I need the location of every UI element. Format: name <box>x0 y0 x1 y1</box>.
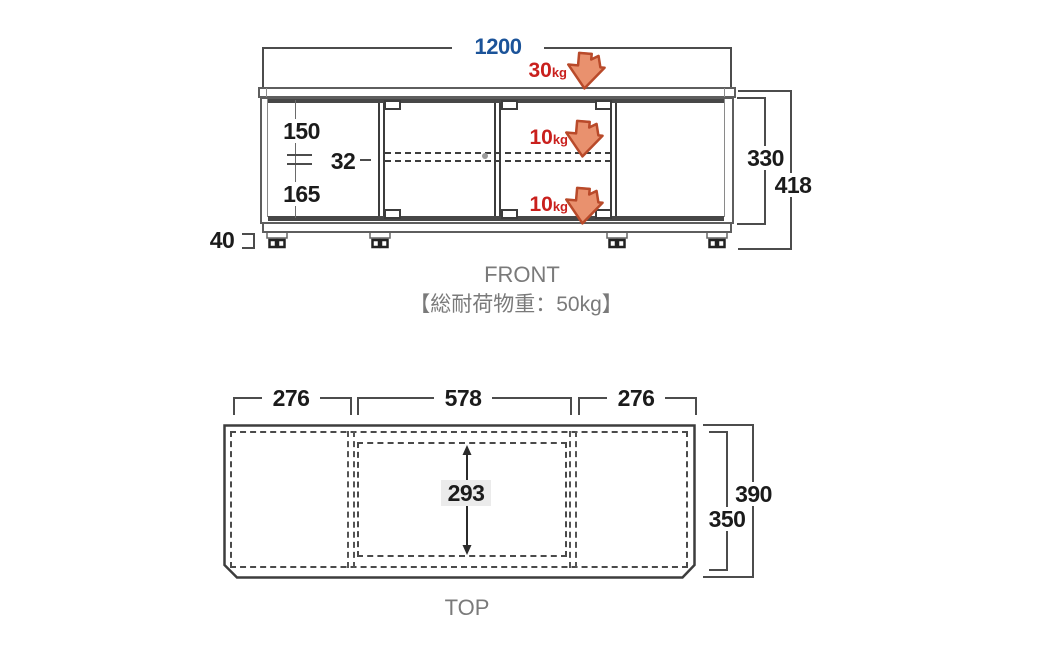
bracket-shelf-pitch-mid-tick <box>360 159 371 161</box>
caster-icon <box>369 231 391 249</box>
top-view-inner-dashed <box>230 431 688 568</box>
right-wall-inner-line <box>724 99 725 217</box>
clip-top-3 <box>595 100 612 110</box>
load-label-shelf-lower: 10kg <box>506 193 568 217</box>
bracket-inner-depth <box>709 431 728 571</box>
top-panel-right-cap <box>724 88 725 97</box>
total-load-note: 【総耐荷物重：50kg】 <box>409 293 623 316</box>
divider-left <box>378 103 385 216</box>
base-panel <box>262 222 732 233</box>
dim-line-interior <box>295 100 296 218</box>
top-divider-dash-right-b <box>575 431 577 568</box>
top-divider-dash-left-a <box>347 431 349 568</box>
caster-icon <box>606 231 628 249</box>
load-lower-unit: kg <box>552 199 568 214</box>
divider-right <box>610 103 617 216</box>
load-label-top: 30kg <box>505 59 567 83</box>
dim-label-center-section: 578 <box>434 386 492 410</box>
dim-label-total-depth: 390 <box>729 482 778 506</box>
shelf-tick-lower <box>287 163 312 165</box>
bottom-inner-band <box>268 216 724 221</box>
dim-label-lower-inner-height: 165 <box>278 182 325 206</box>
down-arrow-icon <box>567 51 606 90</box>
top-divider-dash-left-b <box>353 431 355 568</box>
clip-bottom-1 <box>384 209 401 219</box>
top-inner-band <box>268 99 724 103</box>
dim-label-inner-depth: 350 <box>703 507 751 531</box>
clip-top-1 <box>384 100 401 110</box>
dim-label-total-height: 418 <box>768 173 818 197</box>
shelf-tick-upper <box>287 154 312 156</box>
dim-line-1200-left-drop <box>262 47 264 87</box>
center-recess-dashed <box>357 442 567 557</box>
dim-label-upper-inner-height: 150 <box>278 119 325 143</box>
caster-icon <box>266 231 288 249</box>
dim-label-body-height: 330 <box>741 146 790 170</box>
shelf-dashed-line-lower <box>385 160 611 162</box>
load-label-shelf-upper: 10kg <box>506 126 568 150</box>
caster-icon <box>706 231 728 249</box>
clip-top-2 <box>501 100 518 110</box>
clip-bottom-2 <box>501 209 518 219</box>
load-upper-unit: kg <box>552 132 568 147</box>
clip-bottom-3 <box>595 209 612 219</box>
left-wall-inner-line <box>267 99 268 217</box>
top-divider-dash-right-a <box>569 431 571 568</box>
load-upper-value: 10 <box>529 126 553 149</box>
divider-center <box>494 103 501 216</box>
down-arrow-icon <box>565 119 604 158</box>
dim-label-shelf-pitch: 32 <box>326 149 360 173</box>
shelf-dashed-line-upper <box>385 152 611 154</box>
dim-line-1200-right-drop <box>730 47 732 87</box>
dim-label-center-depth: 293 <box>441 480 491 506</box>
bracket-caster-height <box>242 233 255 249</box>
top-panel-left-cap <box>266 88 267 97</box>
dim-label-right-section: 276 <box>607 386 665 410</box>
front-view-caption: FRONT <box>484 262 560 287</box>
dim-label-left-section: 276 <box>262 386 320 410</box>
load-top-value: 30 <box>528 59 552 82</box>
dim-label-overall-width: 1200 <box>452 35 544 58</box>
top-view-caption: TOP <box>444 595 490 620</box>
down-arrow-icon <box>565 186 604 225</box>
bracket-total-height <box>738 90 792 250</box>
load-lower-value: 10 <box>529 193 553 216</box>
shelf-pin-dot <box>482 153 488 159</box>
load-top-unit: kg <box>551 65 567 80</box>
dim-label-caster-height: 40 <box>202 228 242 252</box>
